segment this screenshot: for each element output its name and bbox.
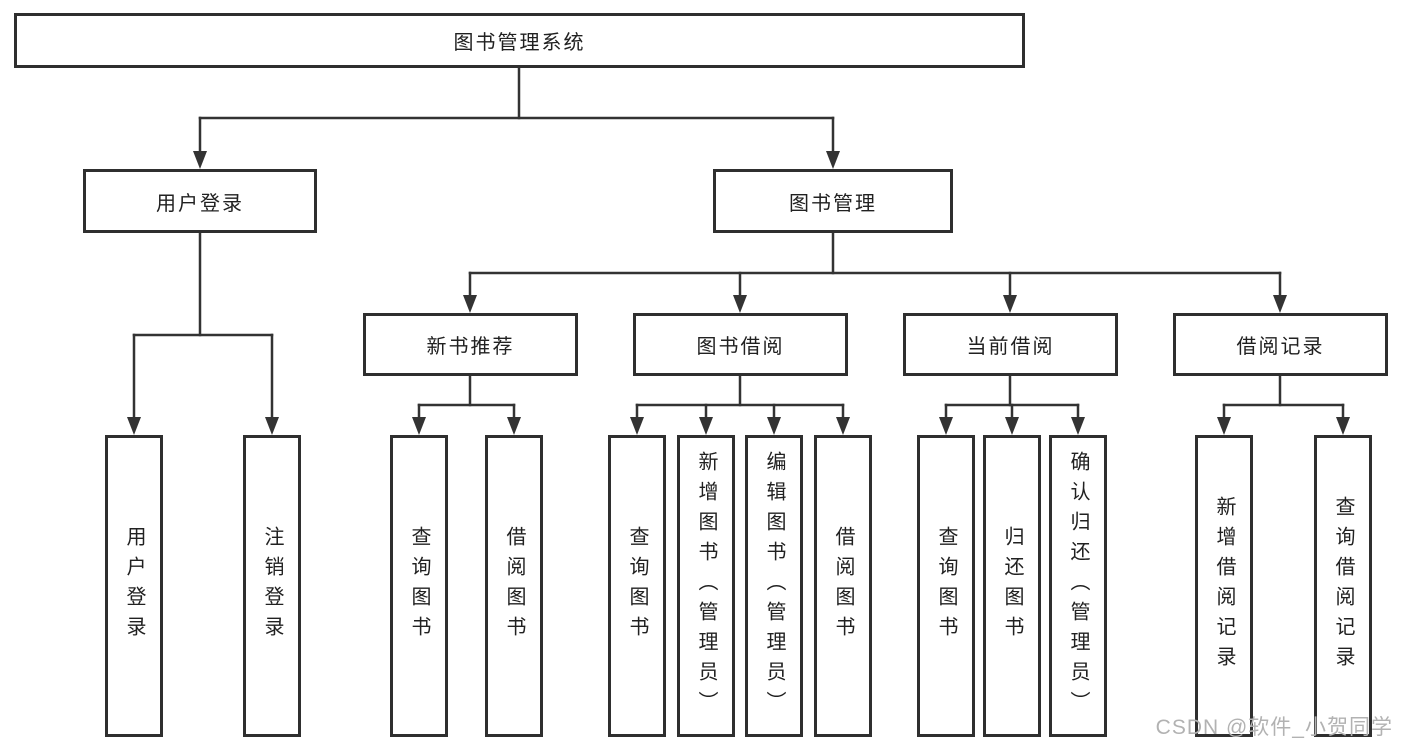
leaf-add-book-admin: 新增图书（管理员）	[677, 435, 735, 737]
leaf-borrow-books: 借阅图书	[814, 435, 872, 737]
leaf-logout: 注销登录	[243, 435, 301, 737]
node-new-book-recommend: 新书推荐	[363, 313, 578, 376]
csdn-watermark: CSDN @软件_小贺同学	[1155, 716, 1393, 739]
node-book-management: 图书管理	[713, 169, 953, 233]
leaf-query-books-current: 查询图书	[917, 435, 975, 737]
leaf-query-borrow-record: 查询借阅记录	[1314, 435, 1372, 737]
connector-book-management-to-level2	[463, 231, 1287, 313]
node-user-login: 用户登录	[83, 169, 317, 233]
leaf-return-book: 归还图书	[983, 435, 1041, 737]
leaf-add-borrow-record: 新增借阅记录	[1195, 435, 1253, 737]
connector-root-to-level1	[193, 66, 840, 169]
node-book-borrow: 图书借阅	[633, 313, 848, 376]
connector-current-borrow-to-leaves	[939, 374, 1085, 435]
connector-borrow-records-to-leaves	[1217, 374, 1350, 435]
connector-book-borrow-to-leaves	[630, 374, 850, 435]
leaf-query-books-borrow: 查询图书	[608, 435, 666, 737]
node-root: 图书管理系统	[14, 13, 1025, 68]
node-borrow-records: 借阅记录	[1173, 313, 1388, 376]
leaf-borrow-books-recommend: 借阅图书	[485, 435, 543, 737]
connector-user-login-to-leaves	[127, 231, 279, 435]
leaf-confirm-return-admin: 确认归还（管理员）	[1049, 435, 1107, 737]
leaf-user-login: 用户登录	[105, 435, 163, 737]
node-current-borrow: 当前借阅	[903, 313, 1118, 376]
connector-new-book-recommend-to-leaves	[412, 374, 521, 435]
leaf-query-books-recommend: 查询图书	[390, 435, 448, 737]
leaf-edit-book-admin: 编辑图书（管理员）	[745, 435, 803, 737]
